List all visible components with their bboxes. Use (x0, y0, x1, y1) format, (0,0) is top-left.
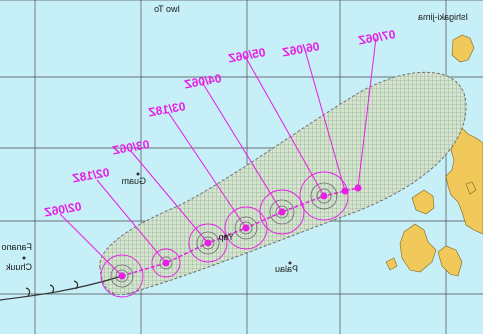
place-label-ishigaki: Ishigaki-jima (418, 12, 468, 22)
place-label-yap: Yap (219, 232, 234, 242)
island-northeast (451, 34, 475, 63)
wind-radii (110, 182, 338, 288)
luzon-landmass (445, 127, 483, 235)
forecast-point-07-06z[interactable] (354, 184, 362, 192)
forecast-radii (100, 171, 349, 298)
forecast-label-05-06z: 05/06Z (227, 45, 266, 65)
palawan-island (437, 245, 463, 277)
forecast-label-03-18z: 03/18Z (147, 99, 186, 119)
land-masses (385, 34, 483, 277)
island-east (465, 181, 477, 195)
island-southwest (385, 257, 398, 271)
forecast-label-04-06z: 04/06Z (183, 71, 222, 91)
forecast-point-05-06z[interactable] (320, 192, 328, 200)
label-leaders (59, 37, 377, 277)
forecast-point-02-06z[interactable] (118, 272, 126, 280)
place-label-palau: Palau (275, 264, 298, 274)
forecast-point-04-06z[interactable] (278, 208, 286, 216)
place-label-iwo-to: Iwo To (154, 4, 180, 14)
forecast-label-02-06z: 02/06Z (43, 199, 82, 219)
past-track (0, 275, 123, 301)
forecast-point-03-06z[interactable] (204, 239, 212, 247)
forecast-point-06-06z[interactable] (341, 187, 349, 195)
forecast-label-07-06z: 07/06Z (357, 27, 396, 47)
place-label-fanano: Fanano (1, 242, 32, 252)
place-markers (22, 172, 292, 265)
forecast-positions (118, 184, 362, 280)
forecast-label-06-06z: 06/06Z (281, 39, 320, 59)
forecast-cone (99, 71, 467, 295)
visayas-island (411, 189, 435, 215)
forecast-track-line (121, 187, 359, 277)
forecast-point-03-18z[interactable] (242, 224, 250, 232)
forecast-label-03-06z: 03/06Z (111, 137, 150, 157)
place-label-chuuk: Chuuk (5, 262, 32, 272)
forecast-label-02-18z: 02/18Z (71, 165, 110, 185)
forecast-point-02-18z[interactable] (162, 259, 170, 267)
place-label-guam: Guam (121, 176, 146, 186)
mindanao-landmass (399, 223, 437, 273)
